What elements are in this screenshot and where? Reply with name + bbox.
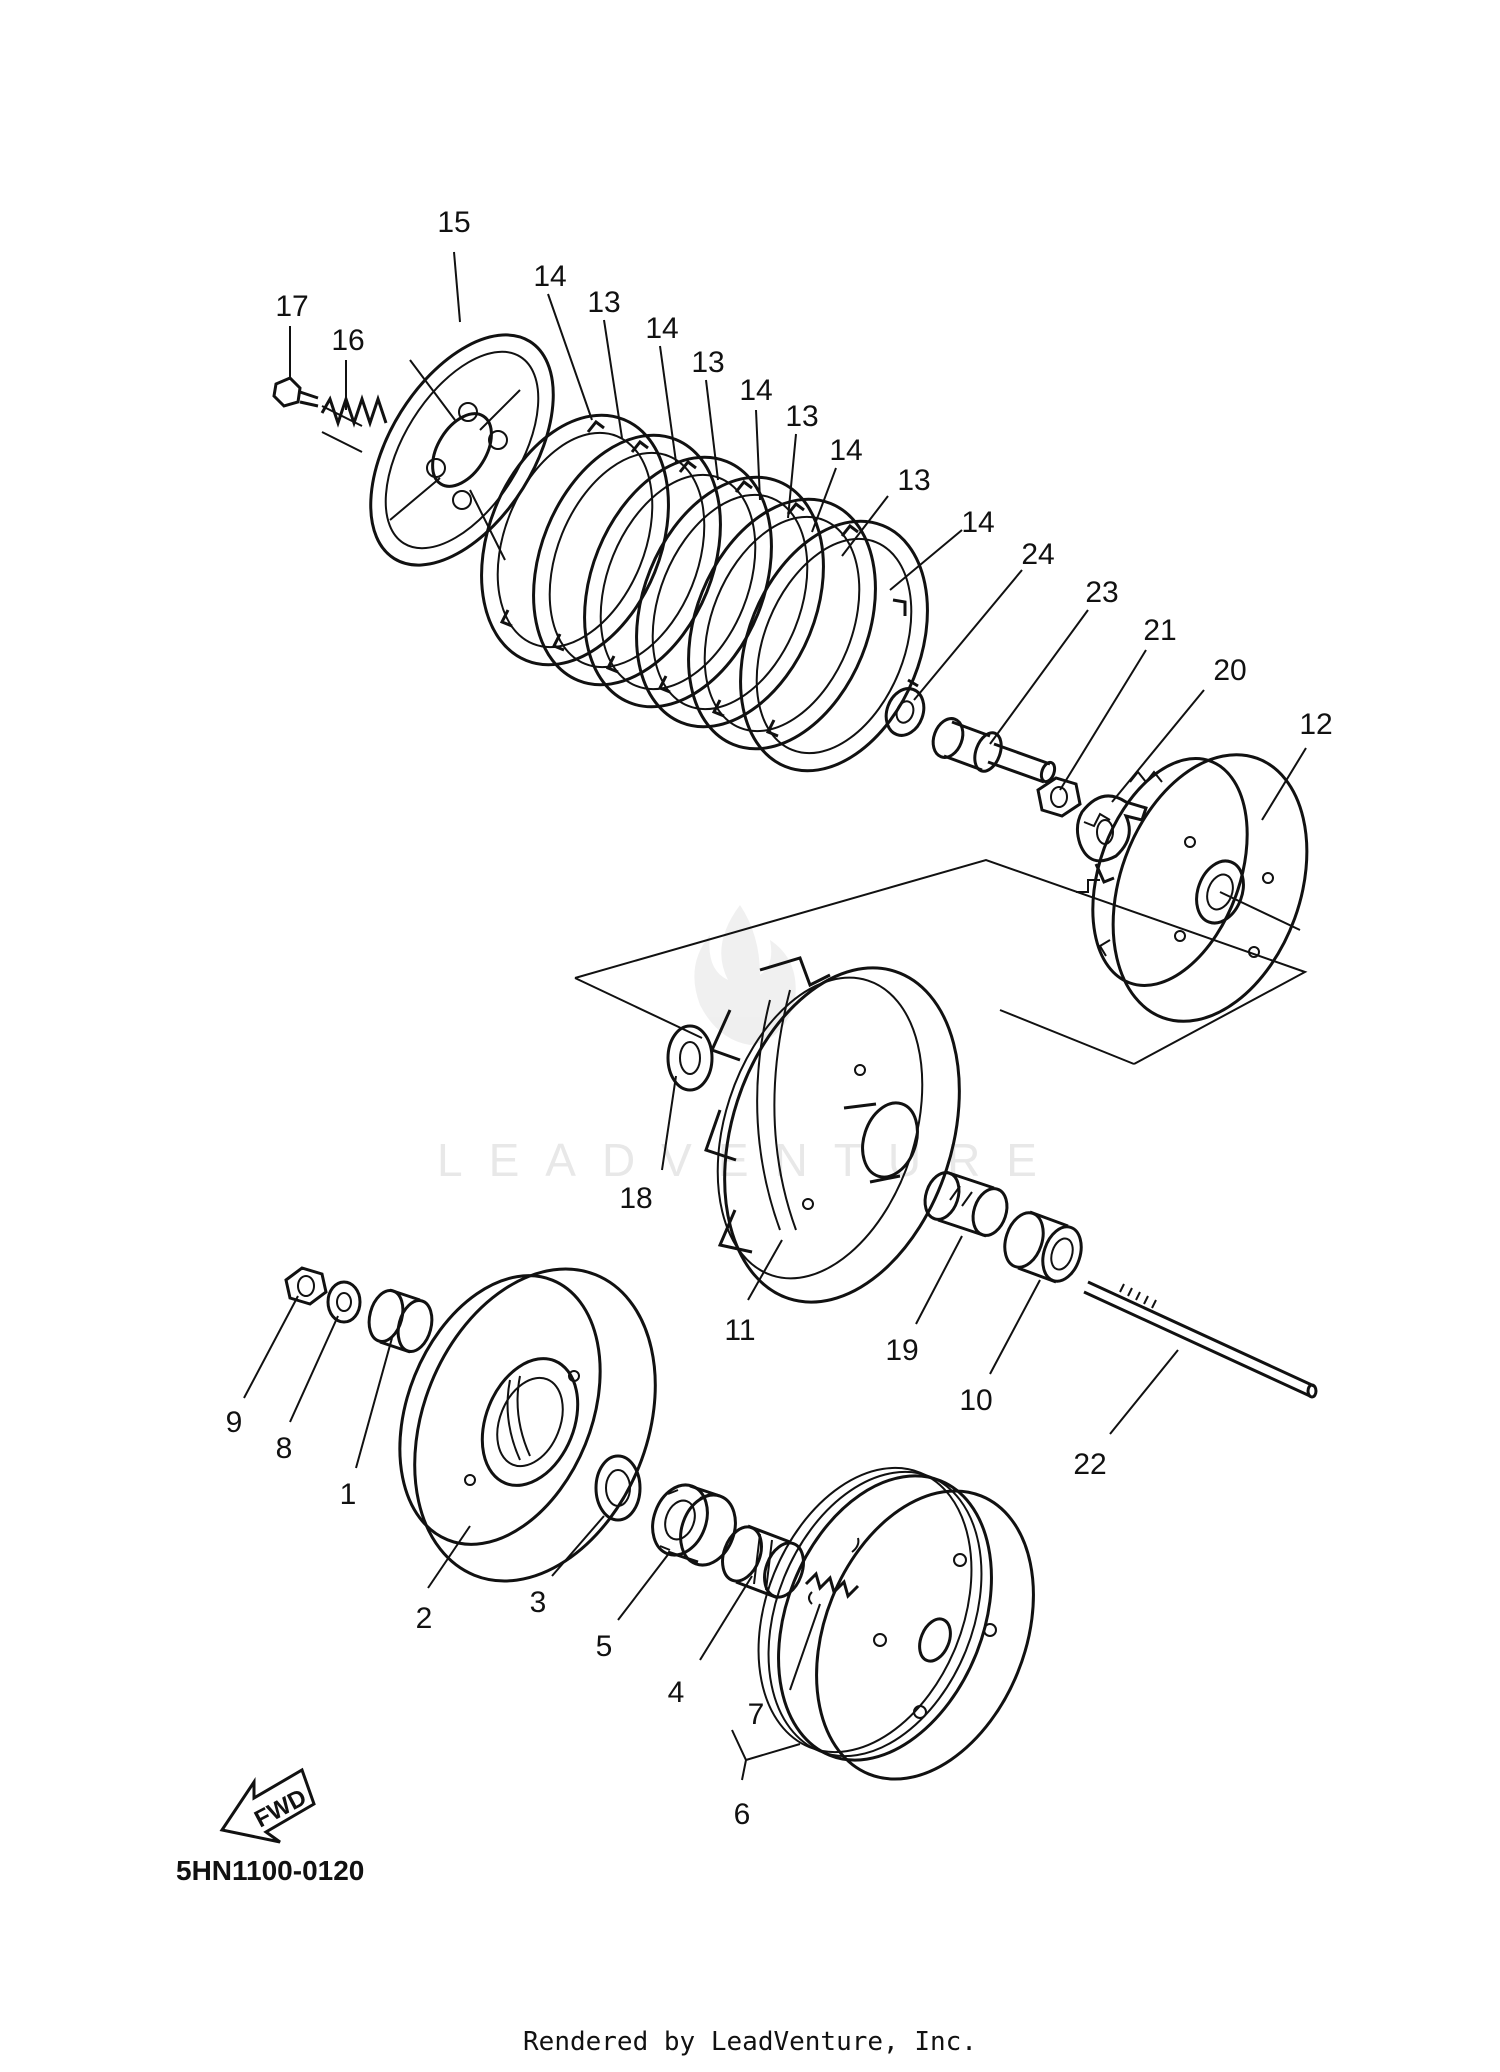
label-14b: 14 [645,312,678,345]
label-5: 5 [596,1630,613,1663]
part-5-one-way-clutch [651,1483,737,1567]
part-17-bolt [272,376,319,408]
label-4: 4 [668,1676,685,1709]
part-4-needle-bearing [721,1524,805,1600]
label-6: 6 [734,1798,751,1831]
label-20: 20 [1213,654,1246,687]
label-23: 23 [1085,576,1118,609]
label-10: 10 [959,1384,992,1417]
part-2-clutch-drum [398,1267,657,1583]
part-20-lock-washer [1075,794,1148,884]
label-2: 2 [416,1602,433,1635]
label-21: 21 [1143,614,1176,647]
part-22-push-rod [1083,1280,1318,1399]
label-19: 19 [885,1334,918,1367]
part-1-bushing [367,1288,434,1354]
part-labels: 15 17 16 14 13 14 13 14 13 14 13 14 24 2… [226,206,1333,1831]
axis-line-12 [1219,891,1301,931]
label-18: 18 [619,1182,652,1215]
fwd-label: FWD [250,1784,311,1833]
part-21-nut [1036,776,1082,818]
label-14d: 14 [829,434,862,467]
assembly-frame-lower [999,1009,1135,1065]
clutch-plate-stack [480,413,929,773]
label-15: 15 [437,206,470,239]
part-11-clutch-housing [704,956,961,1304]
label-12: 12 [1299,708,1332,741]
label-13d: 13 [897,464,930,497]
part-23-push-rod [931,717,1057,784]
label-13a: 13 [587,286,620,319]
assembly-frame [574,858,1308,1065]
leader-lines [243,251,1307,1781]
label-13c: 13 [785,400,818,433]
part-7-spring [804,1537,860,1605]
part-3-washer [594,1454,642,1522]
label-1: 1 [340,1478,357,1511]
part-19-collar [923,1170,1009,1238]
part-10-sleeve [1003,1210,1083,1284]
label-3: 3 [530,1586,547,1619]
part-18-thrust-washer [666,1024,714,1092]
part-12-clutch-boss [1076,753,1309,1023]
part-code: 5HN1100-0120 [176,1855,364,1886]
label-16: 16 [331,324,364,357]
label-11: 11 [724,1314,755,1347]
part-15-pressure-plate [369,333,555,567]
label-24: 24 [1021,538,1054,571]
label-22: 22 [1073,1448,1106,1481]
watermark: LEADVENTURE [437,905,1037,1186]
part-8-washer [326,1280,362,1324]
label-13b: 13 [691,346,724,379]
label-14c: 14 [739,374,772,407]
fwd-arrow: FWD [219,1767,316,1844]
label-9: 9 [226,1406,243,1439]
part-9-nut [284,1266,328,1306]
credit-text: Rendered by LeadVenture, Inc. [523,2027,977,2057]
label-14a: 14 [533,260,566,293]
label-8: 8 [276,1432,293,1465]
part-6-clutch-shoe-assembly [757,1466,1035,1781]
part-24-washer [884,687,926,737]
part-16-spring [320,394,388,453]
label-14e: 14 [961,506,994,539]
label-17: 17 [275,290,308,323]
label-7: 7 [748,1698,765,1731]
